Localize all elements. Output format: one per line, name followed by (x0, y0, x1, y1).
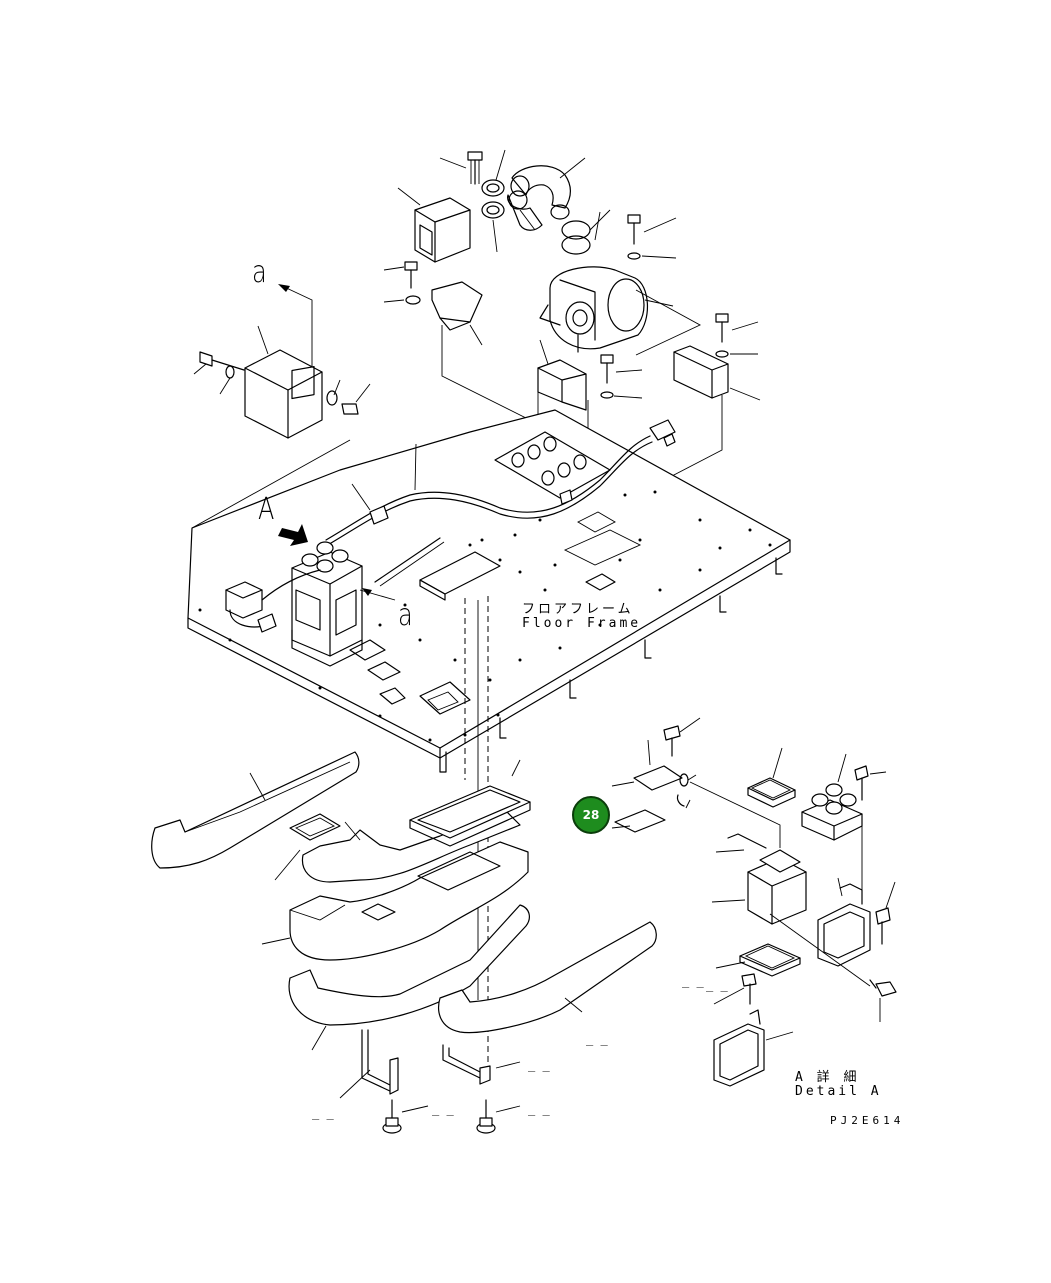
part-callout-badge[interactable]: 28 (572, 796, 610, 834)
detail-lower-bolt (713, 973, 757, 1005)
upper-bolt-right-2 (715, 313, 759, 358)
detail-bolt-side (769, 881, 897, 1022)
controller-unit (225, 541, 396, 667)
lower-bracket-left (339, 1029, 399, 1099)
bolt-left-adapter (193, 351, 245, 395)
detail-bolt-top (663, 717, 701, 757)
lower-bolt-right (476, 1061, 521, 1134)
upper-bolt-top (439, 151, 483, 185)
duct-box-upper-left (397, 187, 471, 263)
ref-placeholder: _ _ (706, 978, 728, 992)
drawing-code: PJ2E614 (830, 1114, 905, 1127)
ref-placeholder: _ _ (682, 974, 704, 988)
duct-left-pad (289, 813, 341, 841)
duct-elbow (507, 157, 586, 231)
ref-placeholder: _ _ (528, 1058, 550, 1072)
detail-controller (801, 753, 887, 900)
bracket-upper-left (431, 281, 483, 346)
detail-filter-pad (747, 747, 796, 808)
detail-a-en-label: Detail A (795, 1084, 882, 1099)
ref-placeholder: _ _ (312, 1106, 334, 1120)
bracket-right (673, 345, 761, 401)
detail-lower-bracket (713, 1009, 794, 1087)
duct-left-long (151, 751, 360, 869)
detail-lower-pad (715, 943, 801, 977)
arrow-a-detail (278, 524, 308, 546)
bolt-right-adapter (326, 379, 371, 415)
lower-bolt-left (382, 1099, 429, 1134)
floor-frame-en-label: Floor Frame (522, 616, 642, 631)
lower-bracket-right (442, 1044, 491, 1085)
ref-placeholder: _ _ (528, 1102, 550, 1116)
floor-frame-plate (187, 409, 791, 773)
detail-box (711, 833, 807, 925)
view-a-lower-label: a (398, 598, 413, 633)
hose-clamps-right (561, 209, 611, 255)
gasket-frame (409, 759, 531, 847)
ref-placeholder: _ _ (586, 1032, 608, 1046)
detail-board (817, 877, 871, 967)
duct-main-center (261, 841, 529, 961)
wiring-harness (325, 419, 676, 587)
view-a-upper-label: a (252, 255, 267, 290)
bracket-center (537, 339, 587, 411)
duct-lower-left (288, 904, 530, 1051)
duct-lower-right (438, 921, 657, 1034)
detail-plates (611, 739, 781, 848)
blower-motor (539, 266, 674, 353)
floor-frame-jp-label: フロアフレーム (522, 602, 634, 617)
upper-bolt-left (383, 261, 421, 305)
ref-placeholder: _ _ (432, 1102, 454, 1116)
detail-a-marker: A (258, 492, 275, 527)
detail-a-jp-label: A 詳 細 (795, 1070, 860, 1085)
upper-bolt-center (600, 354, 643, 399)
hose-clamps (481, 149, 506, 253)
duct-adapter-left (244, 325, 323, 439)
upper-bolt-right-1 (627, 214, 677, 260)
